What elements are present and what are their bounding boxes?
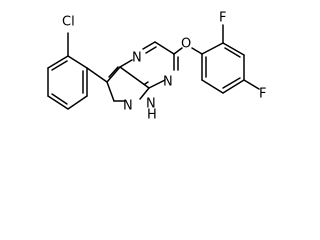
chlorine-label: Cl <box>62 15 75 30</box>
pyrazole-nh-nitrogen-label: N <box>146 97 156 112</box>
pyrazine-nitrogen-top-label: N <box>132 51 142 66</box>
pyrazine-nitrogen-bottom-label: N <box>163 75 173 90</box>
molecule-structure-diagram: Cl O F F N N N N H <box>47 11 266 123</box>
fluorine-top-label: F <box>219 11 226 26</box>
atom-labels: Cl O F F N N N N H <box>62 11 266 123</box>
pyrazole-nitrogen-label: N <box>123 99 133 114</box>
oxygen-label: O <box>181 37 191 52</box>
pyrazole-nh-hydrogen-label: H <box>147 108 157 123</box>
fluorine-bottom-label: F <box>259 87 266 102</box>
bond-lines <box>47 24 260 110</box>
